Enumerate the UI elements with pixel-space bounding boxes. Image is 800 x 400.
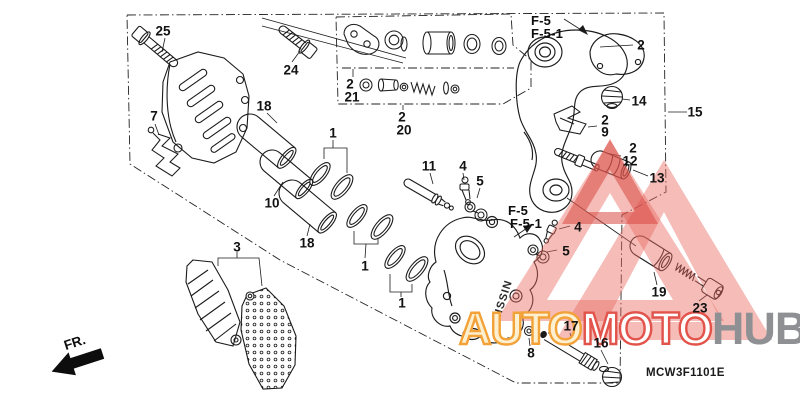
- callout-4-a: 4: [459, 158, 467, 174]
- callout-14: 14: [631, 93, 647, 109]
- callout-20: 20: [396, 122, 412, 138]
- callout-12: 12: [622, 153, 638, 169]
- pageref-f5-mid: F-5: [508, 203, 529, 218]
- piston-18-lower: [278, 179, 337, 234]
- pageref-f51-top: F-5-1: [531, 26, 564, 41]
- bracket-cover-2: [589, 33, 645, 76]
- callout-13: 13: [649, 170, 665, 186]
- flange-bolt-24: [278, 25, 318, 59]
- plug-14: [600, 85, 624, 109]
- callout-19: 19: [651, 284, 667, 300]
- flange-bolt-25: [131, 25, 179, 68]
- callout-2-arm: 2: [637, 37, 645, 53]
- diagram-code: MCW3F1101E: [646, 367, 725, 379]
- callout-24: 24: [283, 62, 299, 78]
- seal-kit-inset-box: [335, 13, 532, 105]
- pageref-f51-mid: F-5-1: [510, 216, 543, 231]
- watermark-hub: HUB: [711, 303, 800, 354]
- brake-pad-left: [185, 259, 242, 347]
- fr-label: FR.: [62, 332, 87, 353]
- callout-1-c: 1: [398, 295, 406, 311]
- phantom-frame: [126, 12, 667, 384]
- callout-10: 10: [264, 195, 280, 211]
- callout-11: 11: [421, 158, 437, 174]
- watermark-auto: AUTO: [458, 303, 584, 354]
- callout-5-a: 5: [476, 173, 484, 189]
- callout-17: 17: [563, 318, 579, 334]
- mount-bracket-plate: [161, 51, 250, 164]
- callout-23: 23: [692, 300, 708, 316]
- joint-5-upper: [464, 201, 488, 222]
- pad-pin-11: [403, 178, 454, 211]
- callout-3: 3: [233, 239, 241, 255]
- hanger-pin-17: [540, 330, 600, 371]
- seal-kit-parts: [343, 23, 507, 97]
- bleed-valve-4-lower: [543, 219, 558, 244]
- piston-18-upper: [236, 113, 297, 169]
- callout-9: 9: [601, 124, 609, 140]
- joint-5-lower: [527, 244, 550, 264]
- callout-18-b: 18: [299, 235, 315, 251]
- brake-pad-right: [240, 287, 297, 390]
- callout-25: 25: [155, 23, 171, 39]
- callout-2-9-top: 2: [601, 112, 609, 128]
- callout-2-20-top: 2: [398, 109, 406, 125]
- callout-18-a: 18: [256, 98, 272, 114]
- watermark-wordmark: AUTOMOTOHUB: [458, 303, 800, 354]
- callout-8: 8: [527, 345, 535, 361]
- callout-2-21-top: 2: [346, 76, 354, 92]
- callout-5-b: 5: [562, 243, 570, 259]
- bleed-valve-4-upper: [459, 176, 471, 205]
- callout-1-a: 1: [329, 125, 337, 141]
- pageref-f5-top: F-5: [531, 13, 552, 28]
- watermark-moto: MOTO: [580, 303, 714, 354]
- pin-plug-16: [598, 365, 623, 388]
- piston-seals: [309, 162, 429, 282]
- bracket-bolt-23: [675, 262, 724, 300]
- callout-1-b: 1: [361, 258, 369, 274]
- callout-4-b: 4: [574, 219, 582, 235]
- caliper-bracket-arm: [515, 29, 645, 213]
- pad-retainer-7: [147, 126, 181, 177]
- callout-7: 7: [150, 108, 158, 124]
- washer-8: [523, 325, 535, 337]
- callout-15: 15: [687, 104, 703, 120]
- stopper-pin-12: [553, 147, 600, 172]
- piston-10: [259, 149, 314, 200]
- fr-direction-arrow: FR.: [51, 332, 105, 376]
- callout-21: 21: [344, 89, 360, 105]
- pin-boot-19: [629, 235, 673, 272]
- pad-spring-9: [553, 105, 587, 135]
- callout-16: 16: [593, 335, 609, 351]
